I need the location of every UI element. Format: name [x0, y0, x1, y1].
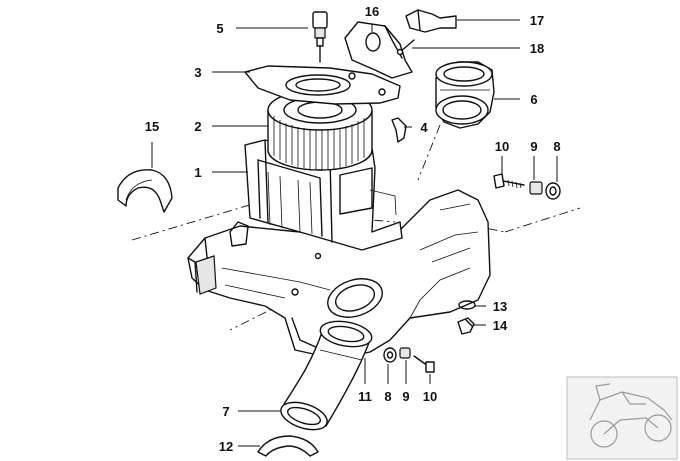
cover-gasket — [244, 65, 401, 105]
grommet-8-lower — [383, 347, 397, 363]
callout-4: 4 — [420, 120, 428, 135]
callout-18: 18 — [530, 41, 544, 56]
callout-5: 5 — [216, 21, 223, 36]
callout-labels: 5 3 2 1 15 16 17 18 6 4 10 9 8 13 14 11 … — [145, 4, 561, 454]
clamp — [405, 9, 457, 33]
callout-7: 7 — [222, 404, 229, 419]
callout-11: 11 — [358, 389, 372, 404]
air-filter-housing — [187, 139, 491, 357]
callout-8-lower: 8 — [384, 389, 391, 404]
callout-9-lower: 9 — [402, 389, 409, 404]
filter-element — [267, 89, 373, 171]
callout-12: 12 — [219, 439, 233, 454]
motorcycle-thumbnail — [566, 376, 678, 460]
bolt-10-upper — [493, 173, 525, 189]
nipple-14 — [457, 317, 475, 335]
callout-8-upper: 8 — [553, 139, 560, 154]
motorcycle-icon — [589, 383, 673, 448]
o-ring-13 — [458, 300, 476, 310]
intake-duct — [280, 320, 373, 431]
callout-15: 15 — [145, 119, 159, 134]
callout-13: 13 — [493, 299, 507, 314]
bushing-9-upper — [529, 181, 543, 195]
hose-clamp-12 — [257, 435, 319, 457]
callout-9-upper: 9 — [530, 139, 537, 154]
grommet-8-upper — [545, 182, 561, 200]
callout-1: 1 — [194, 165, 201, 180]
callout-10-lower: 10 — [423, 389, 437, 404]
callout-2: 2 — [194, 119, 201, 134]
hose-clamp-15 — [117, 169, 173, 213]
callout-10-upper: 10 — [495, 139, 509, 154]
rubber-sleeve — [435, 61, 495, 129]
callout-17: 17 — [530, 13, 544, 28]
callout-3: 3 — [194, 65, 201, 80]
bolt-10-lower — [413, 355, 435, 373]
callout-6: 6 — [530, 92, 537, 107]
bushing-9-lower — [399, 347, 411, 359]
callout-16: 16 — [365, 4, 379, 19]
temperature-sensor — [312, 11, 328, 63]
clip — [391, 117, 407, 143]
screw-18 — [396, 39, 415, 56]
callout-14: 14 — [493, 318, 508, 333]
leader-lines — [151, 19, 558, 447]
